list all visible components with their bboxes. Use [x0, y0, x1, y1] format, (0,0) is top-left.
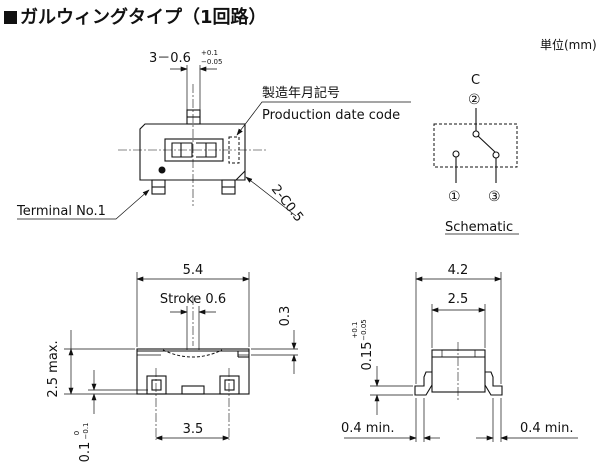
- actuator-height-dim: 0.3: [278, 306, 293, 327]
- top-view-chamfer-edge: [235, 170, 246, 181]
- side-overall-width-dim: 4.2: [448, 263, 469, 278]
- terminal-no1-label: Terminal No.1: [16, 204, 106, 219]
- standoff-tol-minus: −0.1: [82, 423, 90, 440]
- front-view-terminal-right: [219, 375, 240, 395]
- lead-thickness-dim: 0.15: [360, 342, 375, 371]
- chamfer-leader: [245, 176, 297, 217]
- schematic-contact-3: [492, 151, 500, 159]
- right-lead-dim: 0.4 min.: [520, 421, 573, 436]
- terminal-width-tol-plus: +0.1: [201, 49, 218, 57]
- side-view-lead-right: [484, 371, 503, 396]
- title-text: ガルウィングタイプ（1回路）: [20, 7, 267, 28]
- top-view-actuator: [164, 138, 224, 162]
- front-view-body: [136, 348, 250, 395]
- stroke-dim: Stroke 0.6: [160, 292, 226, 307]
- front-view-actuator-hidden: [162, 349, 223, 358]
- date-code-label-en: Production date code: [262, 108, 400, 123]
- page-title: ガルウィングタイプ（1回路）: [4, 3, 267, 29]
- side-view-body: [431, 349, 486, 393]
- terminal-no1-leader: [17, 189, 150, 220]
- left-lead-dim: 0.4 min.: [341, 421, 394, 436]
- terminal-width-dim: 3－0.6: [149, 51, 191, 66]
- date-code-area: [228, 136, 240, 164]
- side-body-width-dim: 2.5: [448, 292, 469, 307]
- schematic-pin1-label: ①: [448, 189, 461, 205]
- schematic-common-contact: [472, 130, 480, 138]
- standoff-tol-plus: 0: [73, 431, 81, 435]
- title-square-icon: [4, 11, 17, 24]
- top-view: 3－0.6 +0.1 −0.05 製造年月記号 Production date …: [16, 49, 411, 225]
- side-view-lead-left: [414, 371, 433, 396]
- date-code-label-jp: 製造年月記号: [262, 85, 340, 101]
- schematic-common-label: C: [471, 73, 480, 88]
- top-view-body: [139, 123, 246, 181]
- lead-thickness-tol-plus: +0.1: [351, 322, 359, 339]
- terminal-width-tol-minus: −0.05: [201, 58, 222, 66]
- lead-thickness-tol-minus: −0.05: [360, 319, 368, 340]
- side-view: 4.2 2.5 0.15 +0.1 −0.05 0.4 min. 0.4 min…: [341, 263, 578, 442]
- standoff-dim: 0.1: [78, 442, 93, 463]
- front-view: 5.4 Stroke 0.6 0.3 2.5 max. 0.1 0 −0.1 3…: [46, 263, 298, 462]
- unit-label: 単位(mm): [540, 38, 597, 52]
- date-code-leader: [236, 101, 411, 136]
- schematic-caption: Schematic: [445, 220, 513, 235]
- front-width-dim: 5.4: [183, 263, 204, 278]
- schematic-contact-1: [452, 150, 460, 158]
- schematic-switch-blade: [477, 135, 496, 153]
- front-view-terminal-left: [146, 375, 167, 395]
- pin1-mark-dot: [158, 166, 166, 174]
- schematic: C ② ① ③ Schematic: [433, 73, 519, 235]
- chamfer-label: 2-C0.5: [268, 182, 306, 225]
- schematic-pin3-label: ③: [488, 189, 501, 205]
- terminal-pitch-dim: 3.5: [183, 422, 204, 437]
- schematic-pin2-label: ②: [468, 92, 481, 108]
- front-view-terminal-center: [181, 385, 205, 395]
- body-height-dim: 2.5 max.: [46, 340, 61, 397]
